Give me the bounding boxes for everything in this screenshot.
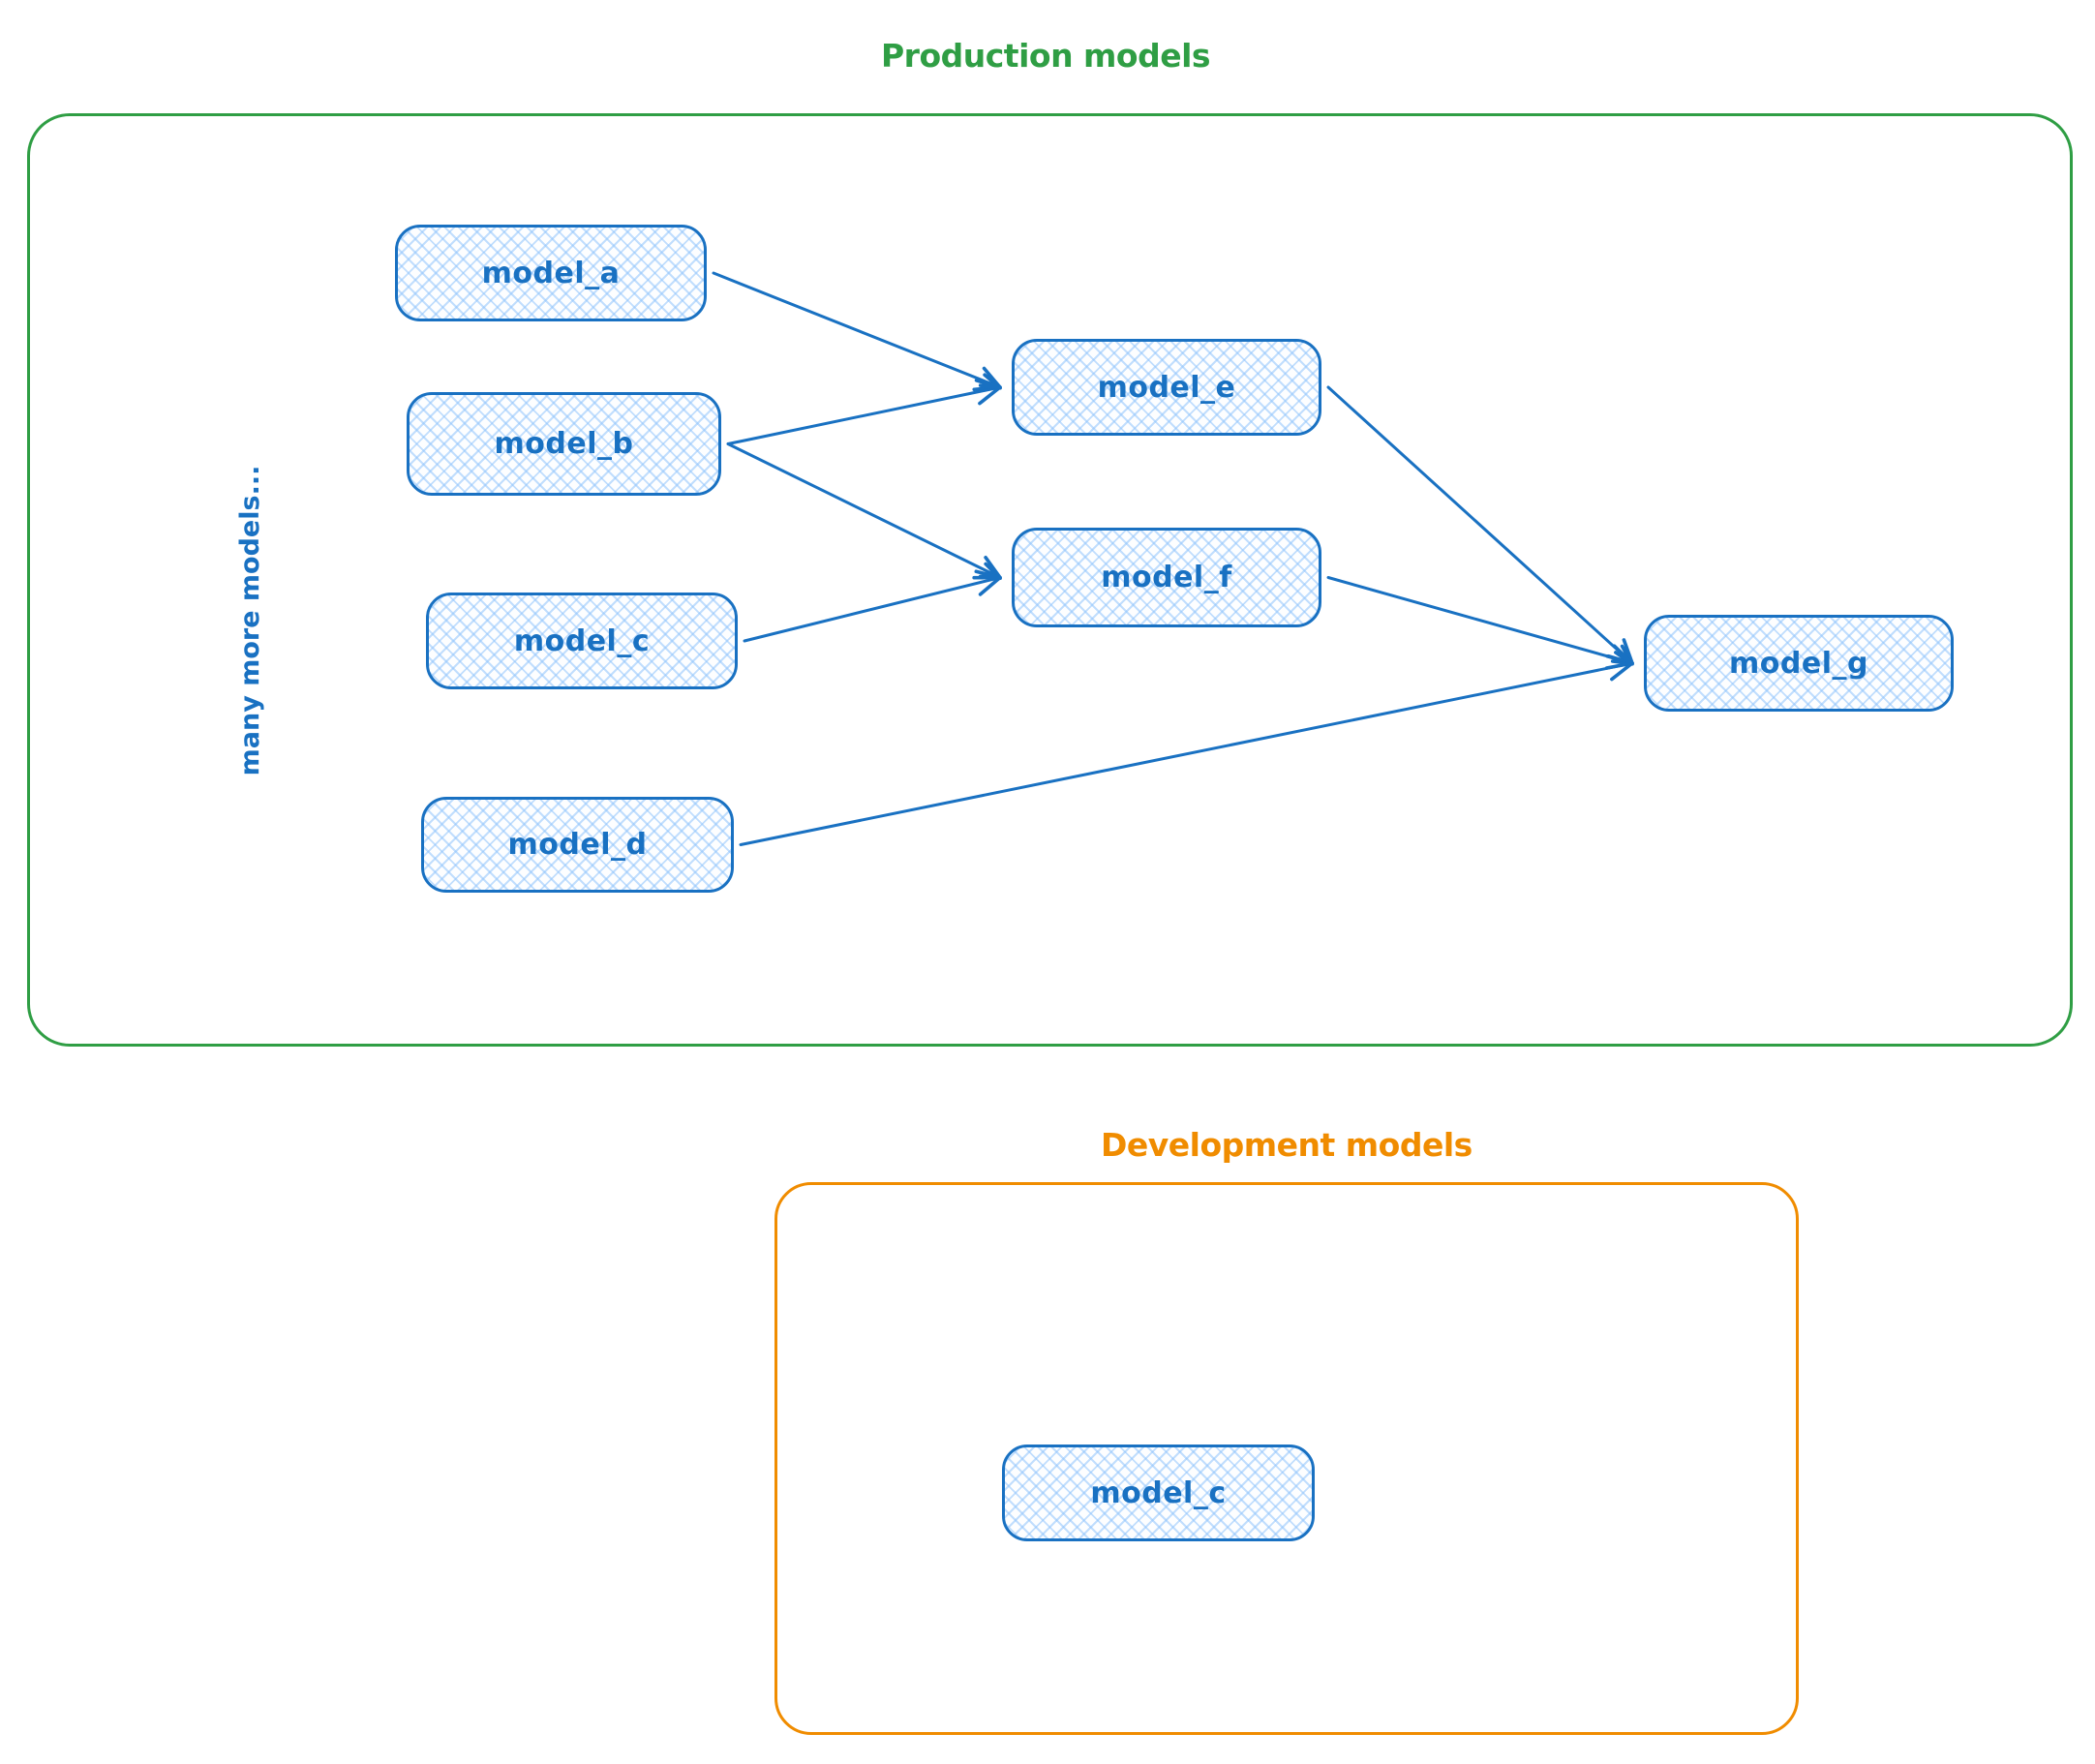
many-more-models-annotation: many more models... [235, 465, 265, 776]
node-model-c-dev: model_c [1002, 1445, 1315, 1541]
node-model-c-label: model_c [513, 623, 651, 658]
node-model-e-label: model_e [1097, 370, 1236, 405]
production-group-frame [27, 113, 2073, 1047]
node-model-d: model_d [421, 797, 734, 893]
node-model-g: model_g [1644, 615, 1954, 712]
production-group-title: Production models [881, 37, 1211, 75]
node-model-c: model_c [426, 593, 738, 689]
node-model-g-label: model_g [1729, 646, 1868, 681]
node-model-a: model_a [395, 225, 707, 321]
development-group-frame [774, 1182, 1799, 1735]
development-group-title: Development models [1101, 1126, 1473, 1164]
node-model-b: model_b [407, 392, 721, 496]
node-model-f-label: model_f [1101, 561, 1232, 594]
node-model-a-label: model_a [481, 256, 621, 290]
node-model-d-label: model_d [507, 828, 648, 862]
node-model-e: model_e [1012, 339, 1321, 436]
node-model-c-dev-label: model_c [1090, 1475, 1227, 1510]
node-model-b-label: model_b [494, 427, 634, 461]
node-model-f: model_f [1012, 528, 1321, 627]
